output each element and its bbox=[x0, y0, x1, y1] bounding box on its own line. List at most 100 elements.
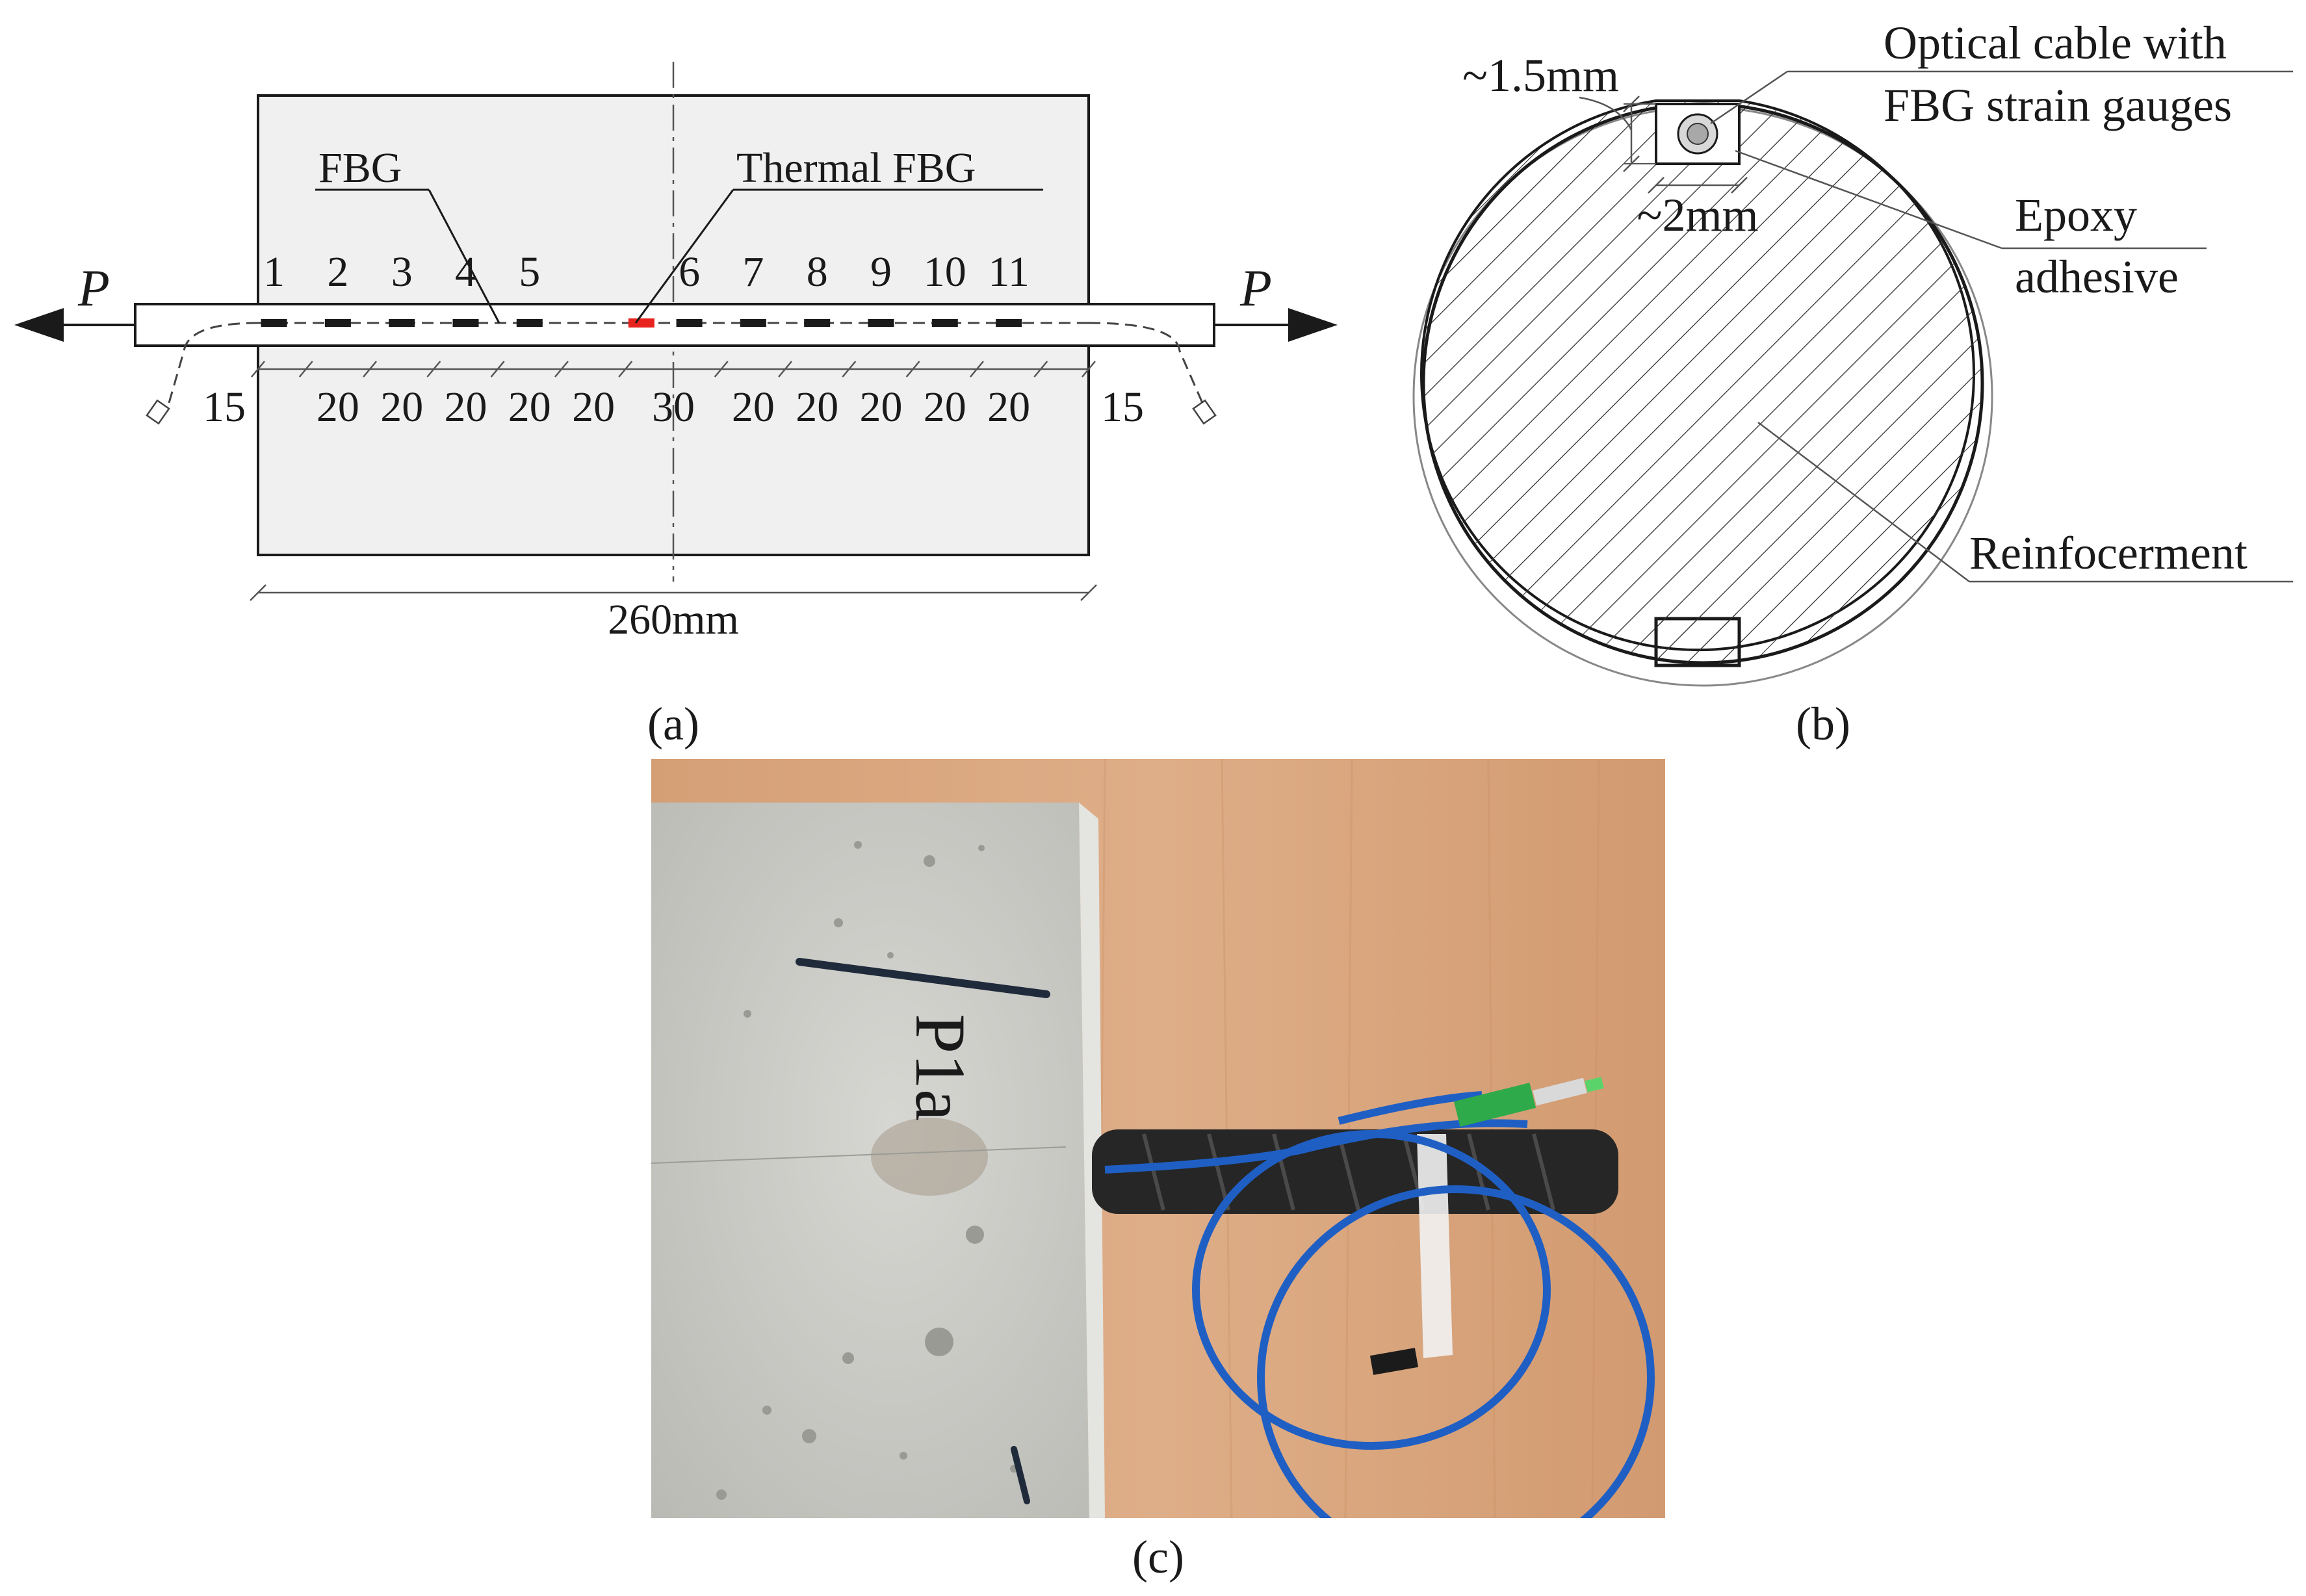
optical-cable-core bbox=[1687, 123, 1709, 145]
spacing-label: 20 bbox=[732, 383, 775, 431]
fbg-sensor-mark bbox=[740, 319, 766, 327]
depth-leader bbox=[1579, 96, 1633, 131]
panel-c-photo: P1a (c) bbox=[651, 759, 1665, 1583]
force-arrow-left-head bbox=[14, 308, 64, 342]
fbg-sensor-mark bbox=[516, 319, 543, 327]
spacing-label: 20 bbox=[317, 383, 359, 431]
cable-leader bbox=[1710, 70, 1788, 125]
sensor-number: 9 bbox=[870, 248, 892, 296]
fbg-sensor-mark bbox=[996, 319, 1022, 327]
specimen-marking: P1a bbox=[901, 1014, 980, 1121]
marker-dash bbox=[1011, 1446, 1030, 1504]
epoxy-label-line2: adhesive bbox=[2015, 251, 2179, 303]
fbg-sensor-mark bbox=[324, 319, 351, 327]
sensor-number: 8 bbox=[807, 248, 828, 296]
spacing-tick bbox=[842, 361, 857, 378]
force-label-left: P bbox=[77, 260, 110, 317]
fiber-connector-left bbox=[146, 399, 170, 425]
sensor-number: 1 bbox=[263, 248, 285, 296]
total-length-tick-right bbox=[1080, 584, 1097, 601]
concrete-specimen bbox=[651, 803, 1089, 1518]
total-length-tick-left bbox=[250, 584, 266, 601]
fiber-connector-ferrule bbox=[1533, 1077, 1587, 1106]
sensor-number: 5 bbox=[519, 248, 540, 296]
spacing-tick bbox=[618, 361, 633, 378]
spacing-tick bbox=[554, 361, 569, 378]
fbg-sensor-mark bbox=[804, 319, 831, 327]
spacing-label: 30 bbox=[652, 383, 695, 431]
concrete-stain bbox=[871, 1118, 988, 1196]
rib-joint-mask bbox=[1659, 611, 1737, 626]
fbg-sensor-marks bbox=[261, 319, 1022, 327]
sensor-number: 11 bbox=[988, 248, 1030, 296]
sensor-number: 7 bbox=[742, 248, 764, 296]
fbg-leader bbox=[428, 189, 500, 324]
fbg-sensor-mark bbox=[452, 319, 479, 327]
panel-b-cross-section: ~1.5mm ~2mm Optical cable with FBG strai… bbox=[1412, 17, 2293, 750]
width-tick-right bbox=[1731, 177, 1748, 194]
spacing-label: 20 bbox=[924, 383, 966, 431]
spacing-label: 20 bbox=[508, 383, 551, 431]
spacing-tick bbox=[1033, 361, 1048, 378]
fbg-sensor-mark bbox=[868, 319, 894, 327]
concrete-crack bbox=[651, 1146, 1067, 1164]
cable-tape-band bbox=[1369, 1348, 1419, 1375]
spacing-label: 20 bbox=[796, 383, 838, 431]
panel-a-caption: (a) bbox=[647, 698, 699, 750]
spacing-tick bbox=[714, 361, 729, 378]
fbg-sensor-mark bbox=[389, 319, 415, 327]
sensor-number: 2 bbox=[327, 248, 348, 296]
force-arrow-right-head bbox=[1288, 308, 1338, 342]
spacing-tick bbox=[490, 361, 505, 378]
reinforcement-label: Reinfocerment bbox=[1969, 527, 2248, 579]
spacing-tick bbox=[251, 361, 265, 378]
spacing-label: 20 bbox=[987, 383, 1030, 431]
depth-label: ~1.5mm bbox=[1462, 49, 1619, 101]
width-label: ~2mm bbox=[1637, 189, 1759, 241]
spacing-label: 20 bbox=[572, 383, 615, 431]
spacing-tick bbox=[778, 361, 792, 378]
depth-tick-bottom bbox=[1623, 155, 1640, 172]
epoxy-leader bbox=[1735, 149, 2002, 250]
reinforcement-leader bbox=[1757, 422, 1970, 582]
reinforcement-bar bbox=[134, 303, 1215, 347]
fiber-connector-body bbox=[1453, 1083, 1536, 1127]
sensor-number: 3 bbox=[391, 248, 413, 296]
spacing-label: 20 bbox=[445, 383, 487, 431]
fbg-sensor-mark bbox=[261, 319, 287, 327]
spacing-tick bbox=[970, 361, 984, 378]
fiber-connector-tip bbox=[1585, 1077, 1604, 1092]
spacing-tick bbox=[298, 361, 313, 378]
spacing-tick bbox=[363, 361, 377, 378]
reinforcement-circle bbox=[1421, 102, 1984, 665]
spacing-label: 15 bbox=[203, 383, 246, 431]
panel-b-caption: (b) bbox=[1796, 698, 1850, 750]
sensor-number: 6 bbox=[679, 248, 700, 296]
cable-label-line2: FBG strain gauges bbox=[1884, 79, 2232, 131]
width-tick-left bbox=[1648, 177, 1665, 194]
rebar-ribs bbox=[1142, 1133, 1555, 1211]
fbg-sensor-mark bbox=[676, 319, 703, 327]
thermal-fbg-label: Thermal FBG bbox=[736, 144, 976, 192]
depth-tick-top bbox=[1623, 96, 1640, 112]
fbg-sensor-mark bbox=[931, 319, 958, 327]
force-label-right: P bbox=[1239, 260, 1272, 317]
panel-c-caption: (c) bbox=[1132, 1531, 1184, 1583]
spacing-ticks bbox=[251, 361, 1096, 378]
cable-label-line1: Optical cable with bbox=[1884, 17, 2227, 69]
total-length-label: 260mm bbox=[608, 596, 739, 643]
fbg-label: FBG bbox=[318, 144, 402, 192]
spacing-tick bbox=[426, 361, 441, 378]
spacing-tick bbox=[1082, 361, 1096, 378]
thermal-fbg-leader bbox=[634, 189, 734, 324]
fiber-connector-right bbox=[1192, 399, 1217, 425]
spacing-label: 20 bbox=[860, 383, 903, 431]
thermal-fbg-mark bbox=[628, 318, 654, 328]
spacing-label: 20 bbox=[380, 383, 423, 431]
sensor-number: 10 bbox=[924, 248, 966, 296]
marker-stroke bbox=[796, 958, 1050, 998]
